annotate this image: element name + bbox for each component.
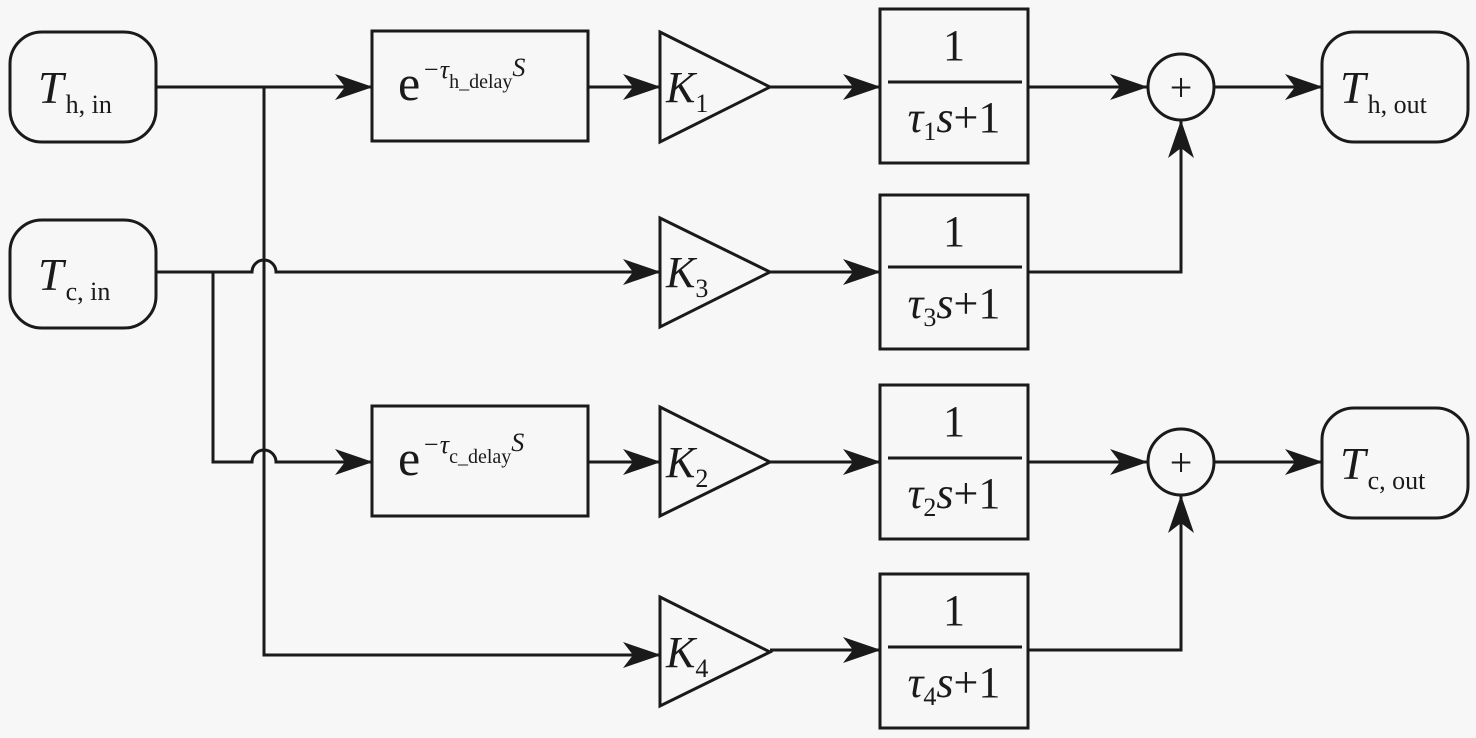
tf4-var: s	[936, 658, 953, 707]
delay-h-exp-sub: h_delay	[449, 71, 512, 93]
tf-block-4: 1 τ4s+1	[878, 572, 1030, 730]
delay-h-exp-var: S	[512, 53, 525, 82]
wire-tcin-branch-to-delay-c	[211, 272, 373, 475]
tf4-tau: τ	[908, 658, 926, 707]
k1-main: K	[665, 63, 698, 112]
delay-block-h: e−τh_delayS	[370, 29, 590, 143]
sum-junction-h: +	[1146, 52, 1216, 122]
gain-k3: K3	[658, 215, 774, 330]
k2-main: K	[665, 438, 698, 487]
th-in-main: T	[38, 62, 67, 113]
delay-h-base: e	[398, 55, 420, 111]
svg-text:K4: K4	[665, 628, 708, 683]
svg-text:τ2s+1: τ2s+1	[908, 469, 1001, 522]
k1-sub: 1	[695, 89, 708, 118]
tf1-var: s	[936, 93, 953, 142]
th-out-main: T	[1340, 62, 1369, 113]
gain-k1: K1	[658, 29, 774, 145]
svg-text:Th, out: Th, out	[1340, 62, 1428, 119]
tf1-tau: τ	[908, 93, 926, 142]
tf2-sub: 2	[923, 493, 936, 522]
delay-c-exp-prefix: −τ	[422, 430, 451, 459]
tc-in-main: T	[38, 249, 67, 300]
svg-text:τ4s+1: τ4s+1	[908, 658, 1001, 711]
wire-thin-branch-to-k4	[262, 87, 661, 668]
tf2-tau: τ	[908, 469, 926, 518]
tf-block-1: 1 τ1s+1	[878, 7, 1030, 165]
gain-k2: K2	[658, 404, 774, 519]
wire-tcin-to-k3	[156, 258, 661, 285]
tf1-sub: 1	[923, 117, 936, 146]
th-in-sub: h, in	[66, 90, 112, 119]
delay-h-exp-prefix: −τ	[422, 55, 451, 84]
svg-text:Th, in: Th, in	[38, 62, 112, 119]
output-tc-out: Tc, out	[1320, 406, 1470, 520]
tf3-rest: +1	[954, 279, 1001, 328]
svg-text:Tc, in: Tc, in	[38, 249, 110, 306]
delay-c-exp-sub: c_delay	[449, 446, 511, 468]
tf3-var: s	[936, 279, 953, 328]
wire-tf3-to-sum-h	[1028, 120, 1194, 274]
tf2-numerator: 1	[943, 397, 965, 446]
svg-text:e−τh_delayS: e−τh_delayS	[398, 53, 525, 111]
input-tc-in: Tc, in	[8, 218, 158, 330]
tc-in-sub: c, in	[66, 277, 111, 306]
tc-out-sub: c, out	[1368, 466, 1427, 495]
th-out-sub: h, out	[1368, 90, 1428, 119]
tf2-rest: +1	[954, 469, 1001, 518]
tc-out-main: T	[1340, 438, 1369, 489]
delay-c-base: e	[398, 430, 420, 486]
tf4-sub: 4	[923, 682, 936, 711]
k4-sub: 4	[695, 654, 708, 683]
svg-text:Tc, out: Tc, out	[1340, 438, 1426, 495]
tf4-rest: +1	[954, 658, 1001, 707]
sum-h-symbol: +	[1170, 65, 1193, 110]
svg-text:K2: K2	[665, 438, 708, 493]
wires	[156, 74, 1323, 668]
sum-junction-c: +	[1146, 427, 1216, 497]
k2-sub: 2	[695, 464, 708, 493]
svg-text:K3: K3	[665, 248, 708, 303]
svg-text:τ1s+1: τ1s+1	[908, 93, 1001, 146]
svg-text:e−τc_delayS: e−τc_delayS	[398, 428, 524, 486]
svg-text:K1: K1	[665, 63, 708, 118]
svg-text:τ3s+1: τ3s+1	[908, 279, 1001, 332]
tf-block-2: 1 τ2s+1	[878, 383, 1030, 541]
tf3-sub: 3	[923, 303, 936, 332]
tf2-var: s	[936, 469, 953, 518]
k3-sub: 3	[695, 274, 708, 303]
wire-tf4-to-sum-c	[1028, 495, 1194, 652]
tf1-rest: +1	[954, 93, 1001, 142]
tf3-numerator: 1	[943, 207, 965, 256]
tf3-tau: τ	[908, 279, 926, 328]
k4-main: K	[665, 628, 698, 677]
tf4-numerator: 1	[943, 586, 965, 635]
k3-main: K	[665, 248, 698, 297]
delay-block-c: e−τc_delayS	[370, 404, 590, 518]
output-th-out: Th, out	[1320, 30, 1470, 144]
tf-block-3: 1 τ3s+1	[878, 193, 1030, 351]
input-th-in: Th, in	[8, 30, 158, 144]
tf1-numerator: 1	[943, 21, 965, 70]
delay-c-exp-var: S	[511, 428, 524, 457]
gain-k4: K4	[658, 594, 774, 709]
sum-c-symbol: +	[1170, 440, 1193, 485]
